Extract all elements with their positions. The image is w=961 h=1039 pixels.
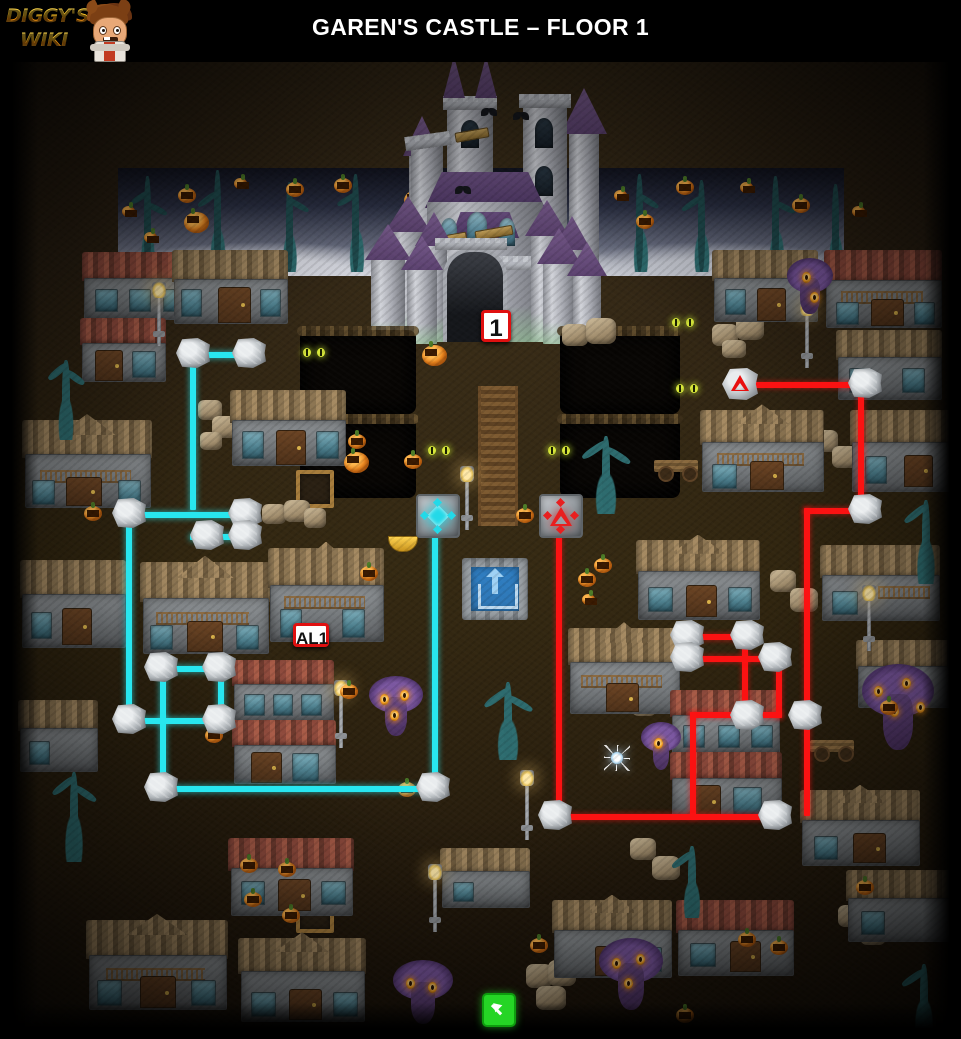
teleport-node[interactable]	[758, 800, 792, 830]
logo-line-1: DIGGY'S	[6, 4, 102, 29]
diggys-wiki-logo[interactable]: DIGGY'S WIKI	[6, 2, 136, 62]
map-marker-al1[interactable]: AL1	[293, 623, 329, 647]
teleport-node[interactable]	[670, 642, 704, 672]
teleport-node[interactable]	[176, 338, 210, 368]
teleport-node[interactable]	[758, 642, 792, 672]
teleport-node[interactable]	[190, 520, 224, 550]
exit-arrow-button[interactable]	[482, 993, 516, 1027]
teleport-node[interactable]	[538, 800, 572, 830]
teleport-node[interactable]	[112, 704, 146, 734]
cyan-teleport-pad[interactable]	[416, 494, 460, 538]
teleport-node[interactable]	[112, 498, 146, 528]
teleport-node[interactable]	[228, 520, 262, 550]
teleport-node[interactable]	[232, 338, 266, 368]
page-header: DIGGY'S WIKI GAREN'S CASTLE – FLOOR 1	[0, 0, 961, 62]
teleport-node[interactable]	[848, 494, 882, 524]
red-teleport-pad[interactable]	[539, 494, 583, 538]
teleport-node[interactable]	[202, 704, 236, 734]
logo-line-2: WIKI	[20, 28, 116, 53]
diggy-mascot-icon	[84, 5, 134, 62]
teleport-node[interactable]	[416, 772, 450, 802]
page-title: GAREN'S CASTLE – FLOOR 1	[311, 14, 650, 40]
teleport-node[interactable]	[730, 700, 764, 730]
teleport-node[interactable]	[730, 620, 764, 650]
teleport-node[interactable]	[788, 700, 822, 730]
red-target-node[interactable]	[722, 368, 758, 400]
arrow-up-left-icon	[491, 1002, 507, 1018]
teleport-node[interactable]	[202, 652, 236, 682]
teleport-node[interactable]	[144, 772, 178, 802]
teleport-node[interactable]	[144, 652, 178, 682]
map-marker-1[interactable]: 1	[481, 310, 511, 342]
teleport-node[interactable]	[848, 368, 882, 398]
